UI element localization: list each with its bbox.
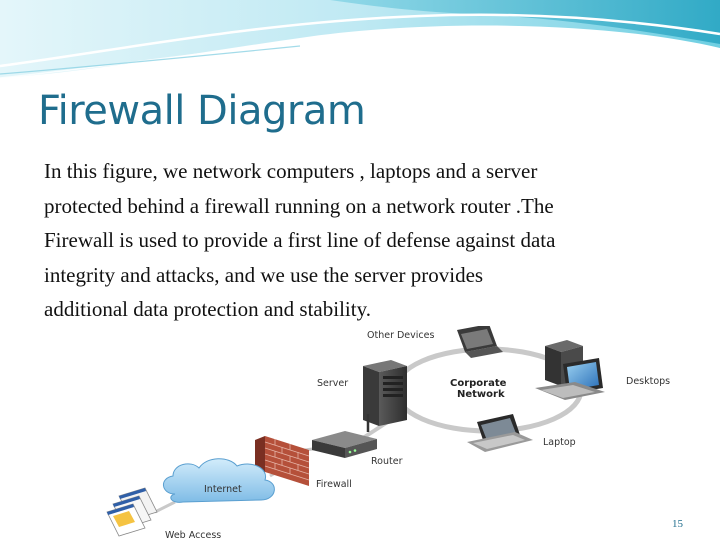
page-number: 15 bbox=[672, 518, 683, 530]
web-internet-link bbox=[154, 500, 176, 514]
web-access-label: Web Access bbox=[165, 530, 221, 540]
corporate-network-label-line2: Network bbox=[457, 389, 505, 400]
body-line: Firewall is used to provide a first line… bbox=[44, 228, 556, 252]
body-line: In this figure, we network computers , l… bbox=[44, 159, 538, 183]
web-access-windows-icon bbox=[106, 487, 158, 537]
body-line: integrity and attacks, and we use the se… bbox=[44, 262, 484, 287]
slide-title: Firewall Diagram bbox=[38, 88, 366, 134]
slide-body-text: In this figure, we network computers , l… bbox=[44, 154, 694, 327]
server-tower-icon bbox=[363, 360, 407, 426]
laptop-label: Laptop bbox=[543, 437, 576, 448]
desktops-label: Desktops bbox=[626, 376, 670, 387]
internet-label: Internet bbox=[204, 484, 242, 495]
firewall-label: Firewall bbox=[316, 479, 352, 490]
server-label: Server bbox=[317, 378, 348, 389]
internet-cloud-icon bbox=[163, 458, 275, 503]
firewall-network-diagram: Other Devices Server Corporate Network D… bbox=[106, 326, 670, 540]
desktop-computers-icon bbox=[535, 340, 605, 400]
other-devices-label: Other Devices bbox=[367, 330, 434, 341]
laptop-icon bbox=[467, 414, 533, 452]
router-icon bbox=[312, 414, 377, 458]
body-line: additional data protection and stability… bbox=[44, 297, 371, 321]
firewall-brick-wall-icon bbox=[255, 436, 310, 486]
corporate-network-label: Corporate bbox=[450, 378, 507, 389]
body-line: protected behind a firewall running on a… bbox=[44, 193, 554, 218]
other-devices-laptop-icon bbox=[457, 326, 503, 358]
router-label: Router bbox=[371, 456, 403, 467]
header-wave-banner bbox=[0, 0, 720, 79]
